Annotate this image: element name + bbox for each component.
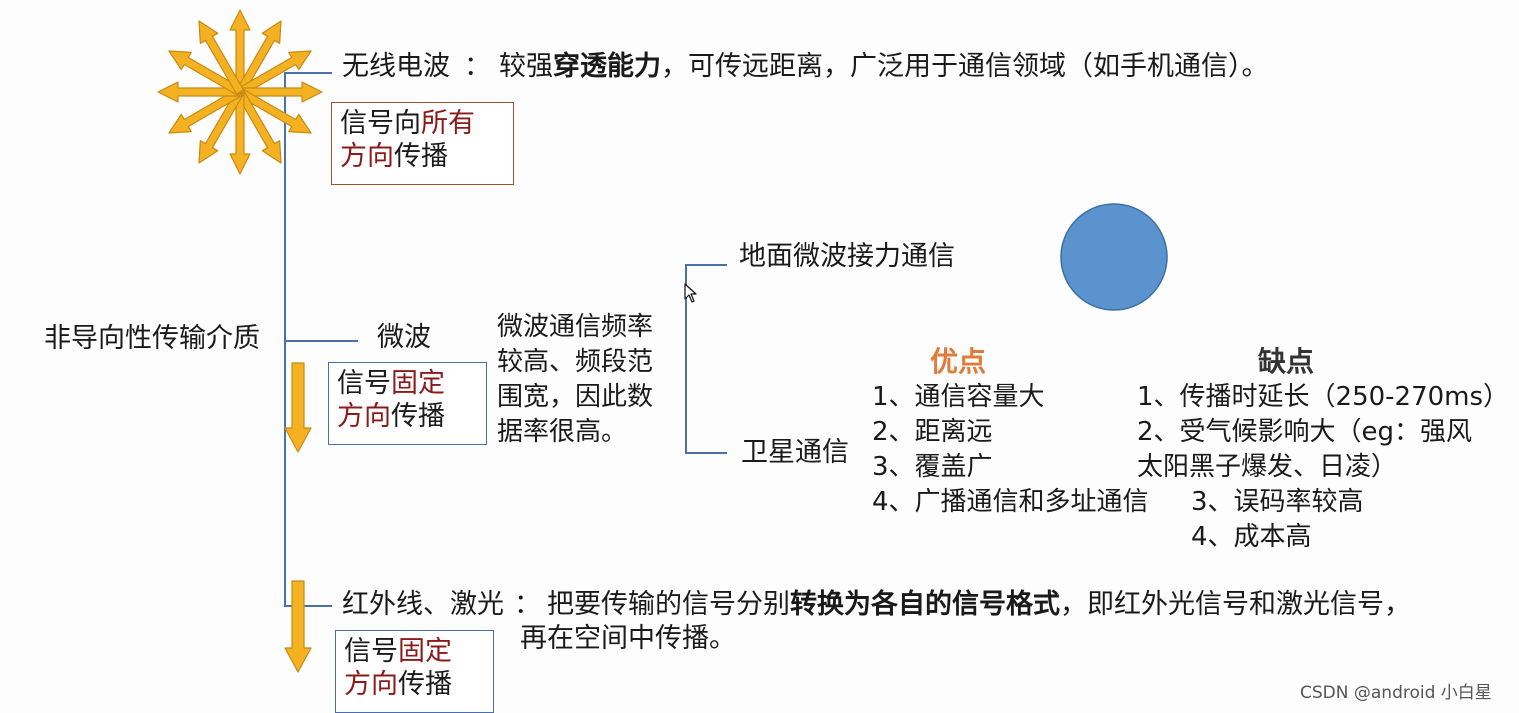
mw-box-l1-pre: 信号: [337, 368, 391, 399]
mouse-cursor-icon: [684, 283, 697, 303]
advantages-list: 1、通信容量大 2、距离远 3、覆盖广 4、广播通信和多址通信: [872, 380, 1149, 520]
list-item: 4、成本高: [1191, 522, 1312, 552]
mw-desc-line: 较高、频段范: [497, 347, 654, 377]
infrared-desc-pre: 把要传输的信号分别: [547, 589, 790, 620]
radio-box-l1-red: 所有: [421, 108, 475, 139]
list-item: 太阳黑子爆发、日凌）: [1137, 452, 1398, 482]
radio-box-l1-pre: 信号向: [340, 108, 421, 139]
ir-box-l2-post: 传播: [398, 669, 452, 700]
infrared-sep: ：: [514, 589, 541, 620]
radio-row: 无线电波 ： 较强穿透能力，可传远距离，广泛用于通信领域（如手机通信）。: [342, 50, 1269, 84]
list-item: 2、受气候影响大（eg：强风: [1137, 417, 1473, 447]
list-item: 2、距离远: [872, 417, 993, 447]
infrared-desc-bold: 转换为各自的信号格式: [790, 589, 1060, 620]
satellite-label: 卫星通信: [741, 437, 849, 468]
infrared-desc-post: ，即红外光信号和激光信号，: [1060, 589, 1411, 620]
list-item: 1、传播时延长（250-270ms）: [1137, 382, 1510, 412]
radio-connector: [284, 72, 332, 74]
radio-desc-post: ，可传远距离，广泛用于通信领域（如手机通信）。: [661, 51, 1269, 82]
microwave-title: 微波: [377, 322, 431, 353]
root-connector: [284, 340, 358, 342]
down-arrow-icon: [284, 580, 312, 673]
list-item: 3、覆盖广: [872, 452, 993, 482]
terrestrial-relay-label: 地面微波接力通信: [739, 241, 955, 272]
ir-box-l1-pre: 信号: [344, 636, 398, 667]
watermark: CSDN @android 小白星: [1300, 683, 1492, 703]
list-item: 1、通信容量大: [872, 382, 1045, 412]
infrared-direction-box: 信号固定 方向传播: [335, 630, 494, 713]
disadvantages-list: 1、传播时延长（250-270ms） 2、受气候影响大（eg：强风 太阳黑子爆发…: [1137, 380, 1509, 555]
radio-desc-bold: 穿透能力: [553, 51, 661, 82]
mw-box-l2-post: 传播: [391, 401, 445, 432]
radio-box-l2-red: 方向: [340, 141, 394, 172]
list-item: 4、广播通信和多址通信: [872, 487, 1149, 517]
mw-box-l1-red: 固定: [391, 368, 445, 399]
radio-desc-pre: 较强: [499, 51, 553, 82]
microwave-direction-box: 信号固定 方向传播: [328, 362, 487, 445]
disadvantages-header: 缺点: [1258, 345, 1315, 378]
mw-desc-line: 微波通信频率: [497, 312, 654, 342]
infrared-desc-line2: 再在空间中传播。: [520, 623, 736, 654]
down-arrow-icon: [284, 362, 312, 453]
radio-box-l2-post: 传播: [394, 141, 448, 172]
radio-sep: ：: [464, 51, 491, 82]
satellite-connector: [685, 452, 727, 454]
microwave-branch-vertical: [685, 265, 687, 453]
advantages-header: 优点: [930, 345, 987, 378]
list-item: 3、误码率较高: [1191, 487, 1364, 517]
mw-desc-line: 据率很高。: [497, 417, 628, 447]
microwave-description: 微波通信频率 较高、频段范 围宽，因此数 据率很高。: [497, 310, 653, 450]
omnidirectional-arrows-icon: [157, 9, 323, 175]
main-vertical-line: [284, 73, 286, 606]
root-label: 非导向性传输介质: [44, 323, 260, 354]
ir-box-l1-red: 固定: [398, 636, 452, 667]
infrared-title: 红外线、激光: [342, 589, 504, 620]
ir-box-l2-red: 方向: [344, 669, 398, 700]
radio-direction-box: 信号向所有 方向传播: [331, 102, 514, 185]
mw-box-l2-red: 方向: [337, 401, 391, 432]
radio-title: 无线电波: [342, 51, 450, 82]
terrestrial-connector: [685, 264, 727, 266]
mw-desc-line: 围宽，因此数: [497, 382, 654, 412]
infrared-row: 红外线、激光 ：把要传输的信号分别转换为各自的信号格式，即红外光信号和激光信号，: [342, 588, 1411, 622]
earth-circle-icon: [1060, 203, 1168, 311]
infrared-connector: [284, 605, 332, 607]
